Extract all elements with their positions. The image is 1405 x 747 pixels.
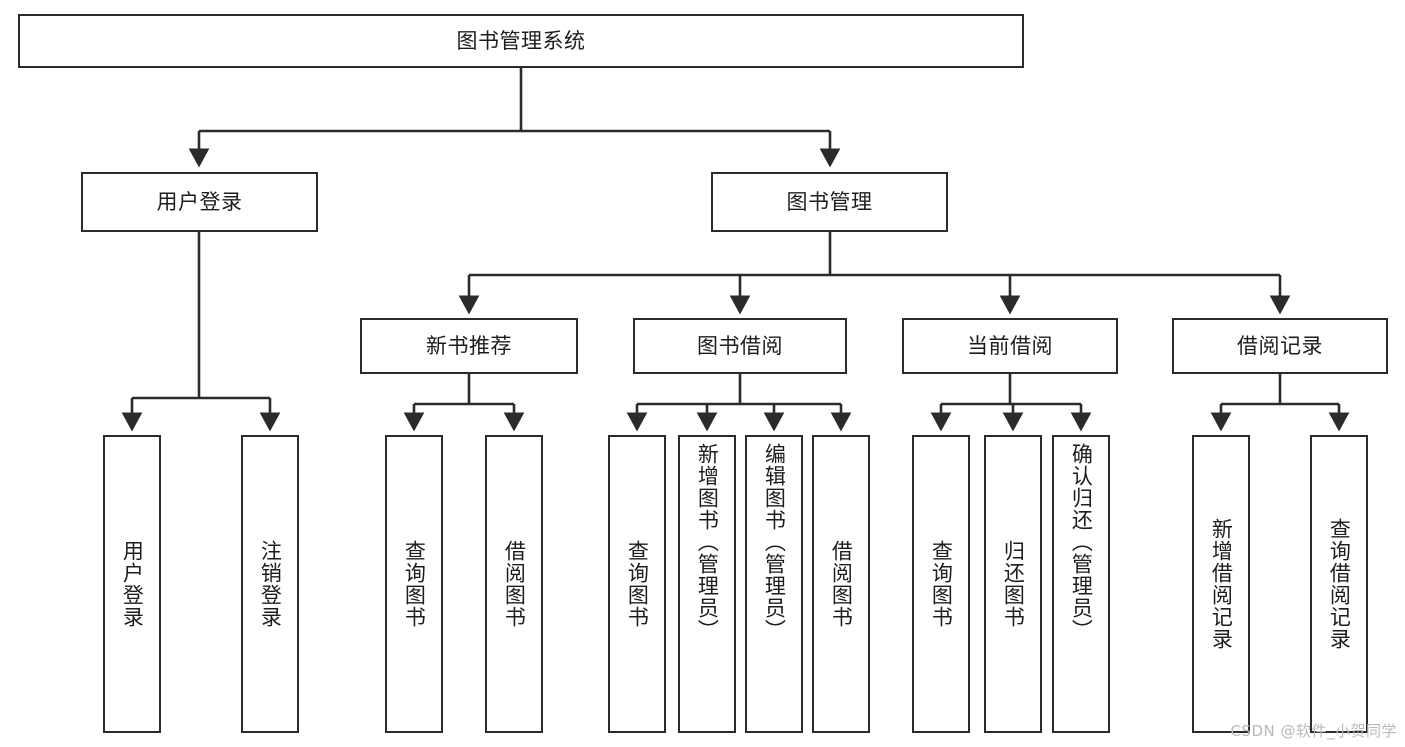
node-label: 借阅图书 xyxy=(502,540,527,628)
node-label: 图书管理系统 xyxy=(456,28,586,53)
node-leaf-query-book-current: 查询图书 xyxy=(912,435,970,733)
node-leaf-query-book: 查询图书 xyxy=(608,435,666,733)
node-book-borrow: 图书借阅 xyxy=(633,318,847,374)
node-label: 查询图书 xyxy=(402,540,427,628)
node-label: 新增图书（管理员） xyxy=(695,443,720,641)
node-label: 编辑图书（管理员） xyxy=(762,443,787,641)
node-leaf-query-book-recommend: 查询图书 xyxy=(385,435,443,733)
node-root: 图书管理系统 xyxy=(18,14,1024,68)
node-label: 用户登录 xyxy=(156,189,243,214)
node-label: 新增借阅记录 xyxy=(1209,518,1234,650)
node-label: 新书推荐 xyxy=(426,333,512,358)
node-leaf-add-book: 新增图书（管理员） xyxy=(678,435,736,733)
csdn-watermark: CSDN @软件_小贺同学 xyxy=(1230,722,1397,740)
node-leaf-edit-book: 编辑图书（管理员） xyxy=(745,435,803,733)
node-label: 图书借阅 xyxy=(697,333,783,358)
node-label: 确认归还（管理员） xyxy=(1069,443,1094,641)
node-label: 借阅记录 xyxy=(1237,333,1323,358)
node-label: 查询借阅记录 xyxy=(1327,518,1352,650)
node-label: 图书管理 xyxy=(786,189,873,214)
node-label: 查询图书 xyxy=(625,540,650,628)
node-label: 借阅图书 xyxy=(829,540,854,628)
node-label: 归还图书 xyxy=(1001,540,1026,628)
node-label: 当前借阅 xyxy=(967,333,1053,358)
node-label: 查询图书 xyxy=(929,540,954,628)
node-user-login: 用户登录 xyxy=(81,172,318,232)
node-leaf-return-book: 归还图书 xyxy=(984,435,1042,733)
node-leaf-borrow-book-recommend: 借阅图书 xyxy=(485,435,543,733)
node-new-book-recommend: 新书推荐 xyxy=(360,318,578,374)
node-leaf-confirm-return: 确认归还（管理员） xyxy=(1052,435,1110,733)
node-leaf-user-login: 用户登录 xyxy=(103,435,161,733)
node-label: 用户登录 xyxy=(120,540,145,628)
node-leaf-add-borrow-record: 新增借阅记录 xyxy=(1192,435,1250,733)
node-leaf-borrow-book: 借阅图书 xyxy=(812,435,870,733)
node-leaf-logout: 注销登录 xyxy=(241,435,299,733)
node-leaf-query-borrow-record: 查询借阅记录 xyxy=(1310,435,1368,733)
node-label: 注销登录 xyxy=(258,540,283,628)
node-book-management: 图书管理 xyxy=(711,172,948,232)
node-borrow-record: 借阅记录 xyxy=(1172,318,1388,374)
node-current-borrow: 当前借阅 xyxy=(902,318,1118,374)
